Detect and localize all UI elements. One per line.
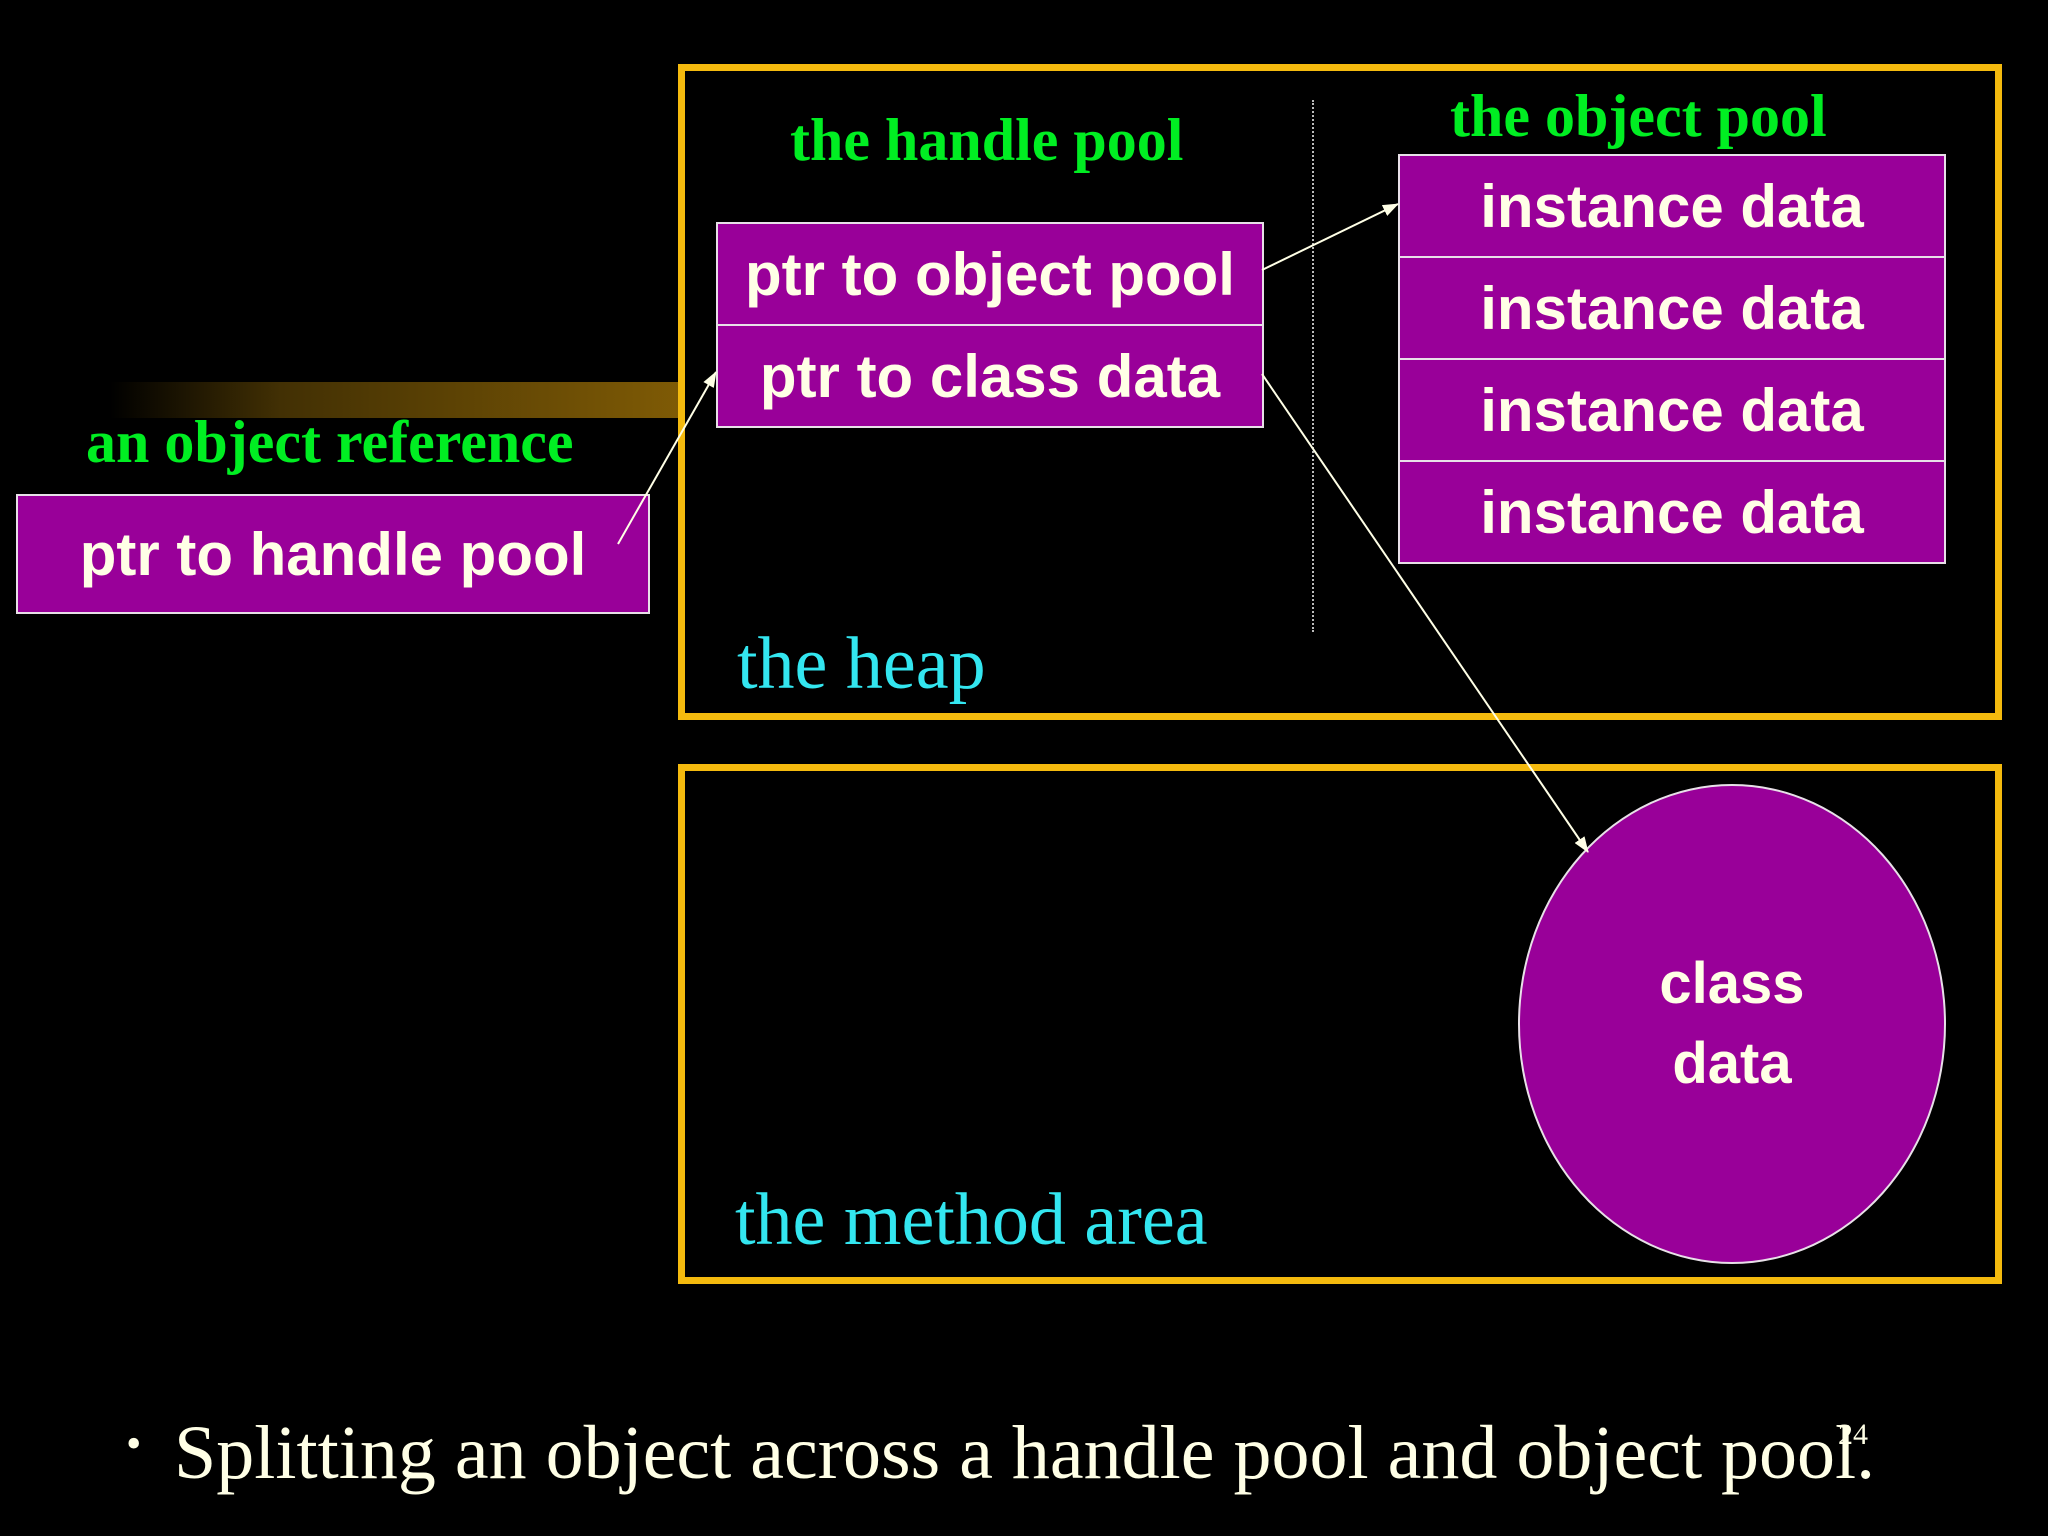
object-pool-entry: instance data [1398,256,1946,360]
reference-highlight-bar [110,382,678,418]
bullet-icon: • [126,1419,142,1468]
pool-divider [1312,100,1314,632]
class-data-line1: class [1659,951,1805,1016]
heap-region [678,64,2002,720]
caption-text: Splitting an object across a handle pool… [174,1411,1876,1495]
method-area-label: the method area [735,1179,1208,1261]
handle-to-class-data-arrow [1261,373,1589,853]
class-data-ellipse: class data [1518,784,1946,1264]
page-number: 24 [1838,1418,1868,1451]
handle-entry-object-pool-ptr: ptr to object pool [716,222,1264,326]
reference-to-handle-arrow [617,371,717,545]
class-data-line2: data [1672,1031,1792,1096]
heap-label: the heap [737,623,986,705]
object-pool-entry: instance data [1398,358,1946,462]
object-pool-label: the object pool [1450,83,1827,149]
slide-caption: • Splitting an object across a handle po… [126,1410,1875,1497]
object-pool-entry: instance data [1398,460,1946,564]
handle-entry-class-data-ptr: ptr to class data [716,324,1264,428]
object-reference-label: an object reference [86,409,574,475]
method-area-region [678,764,2002,1284]
object-reference-box: ptr to handle pool [16,494,650,614]
handle-to-object-pool-arrow [1261,203,1399,271]
handle-pool-label: the handle pool [790,107,1184,173]
